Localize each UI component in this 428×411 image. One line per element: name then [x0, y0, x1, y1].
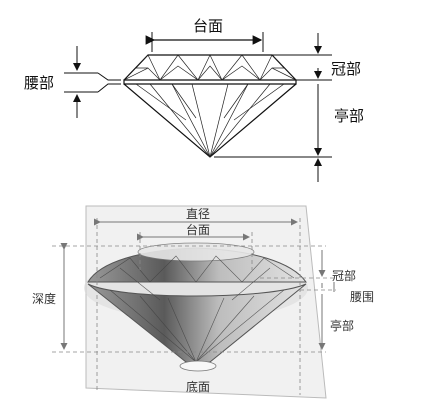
top-diamond-diagram: 台面 腰部 冠部 亭部	[24, 17, 364, 182]
bottom-crown-label: 冠部	[332, 268, 356, 283]
top-diamond-pavilion	[123, 83, 297, 158]
top-pavilion-label: 亭部	[334, 107, 364, 125]
bottom-pavilion-label: 亭部	[330, 318, 354, 333]
bottom-culet-label: 底面	[186, 379, 210, 394]
top-pavilion-facets	[135, 83, 285, 158]
bottom-girdle-label: 腰围	[350, 290, 374, 304]
top-diamond-girdle	[123, 79, 297, 85]
top-girdle-label: 腰部	[24, 74, 54, 92]
bottom-diamond-diagram: 直径 台面 深度 冠部 腰围 亭部 底面	[32, 205, 374, 399]
top-crown-label: 冠部	[331, 60, 361, 78]
top-table-label: 台面	[193, 17, 223, 35]
top-crown-facets	[123, 54, 297, 81]
bottom-diamond-pavilion	[87, 283, 307, 363]
bottom-diamond-facets	[99, 255, 295, 363]
top-crown-pavilion-dimension	[214, 33, 332, 182]
top-table-dimension	[145, 32, 264, 52]
bottom-diamond-table-outline	[137, 242, 255, 262]
bottom-diameter-label: 直径	[186, 207, 210, 221]
bottom-right-dimensions	[318, 250, 335, 350]
top-girdle-dimension	[64, 46, 121, 118]
bottom-table-label: 台面	[186, 222, 210, 237]
bottom-dashed-guides	[52, 218, 336, 395]
bottom-depth-label: 深度	[32, 291, 56, 306]
culet-ellipse	[179, 360, 217, 372]
